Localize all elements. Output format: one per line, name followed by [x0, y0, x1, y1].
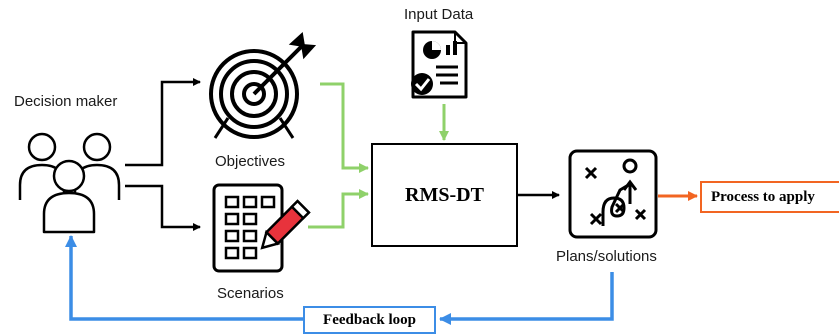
people-group-icon	[18, 132, 121, 234]
checklist-pencil-icon	[212, 183, 311, 273]
arrow-feedback-to-decision	[65, 235, 303, 321]
plans-solutions-label: Plans/solutions	[556, 248, 657, 265]
arrow-scenarios-to-rms	[308, 189, 369, 229]
arrow-objectives-to-rms	[320, 82, 369, 173]
scenarios-label: Scenarios	[217, 285, 284, 302]
objectives-label: Objectives	[215, 153, 286, 170]
decision-maker-label: Decision maker	[14, 93, 118, 110]
target-icon	[209, 32, 317, 139]
arrow-plans-to-feedback	[439, 272, 614, 325]
feedback-loop-box: Feedback loop	[303, 306, 436, 334]
process-to-apply-box: Process to apply	[700, 181, 839, 213]
strategy-plan-icon	[568, 149, 658, 239]
document-chart-icon	[411, 30, 468, 99]
arrow-decision-to-objectives	[125, 78, 201, 167]
rms-dt-box: RMS-DT	[371, 143, 518, 247]
input-data-label: Input Data	[404, 6, 474, 23]
arrow-decision-to-scenarios	[125, 184, 201, 231]
